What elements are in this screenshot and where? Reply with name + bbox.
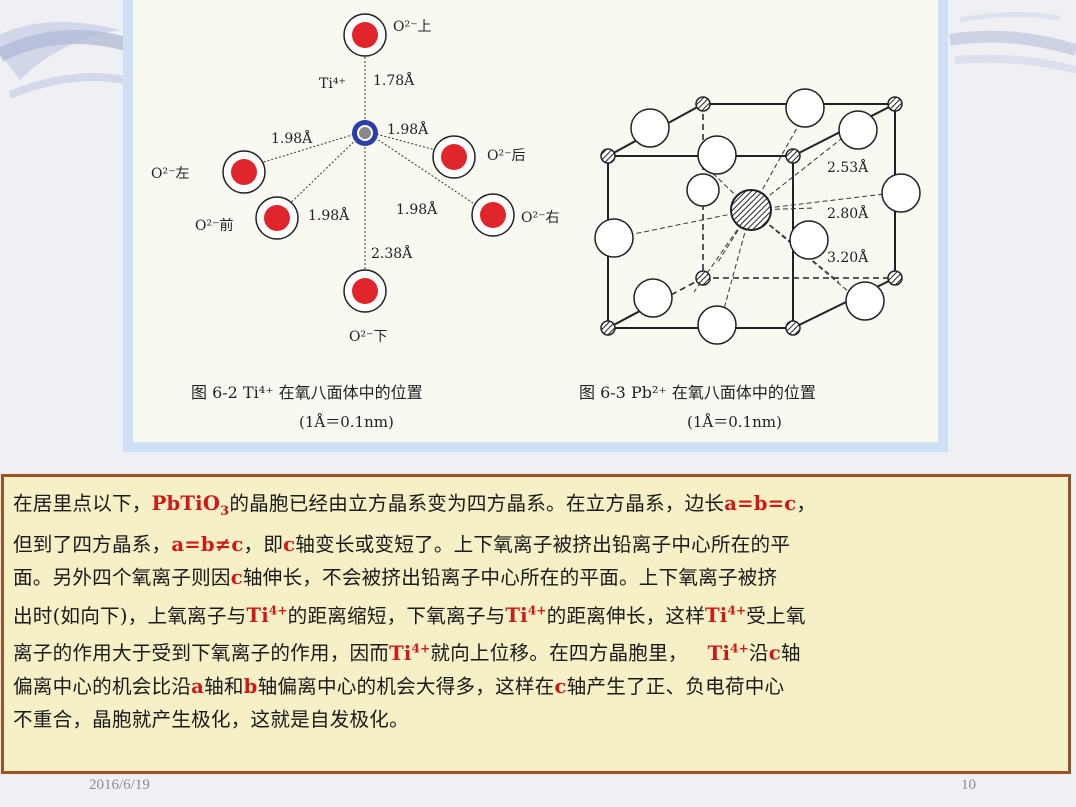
axis-c: c <box>768 641 781 665</box>
text-segment: 的距离伸长，这样 <box>546 604 706 628</box>
oxygen-atom-right <box>471 193 515 237</box>
formula-subscript: 3 <box>220 503 230 519</box>
ti-ion: Ti4+ <box>705 603 747 628</box>
text-segment: 受上氧 <box>746 604 806 628</box>
ti-base: Ti <box>505 604 528 628</box>
oxygen-atom-left <box>222 150 266 194</box>
footer-date: 2016/6/19 <box>89 777 150 793</box>
text-segment: 轴伸长，不会被挤出铅离子中心所在的平面。上下氧离子被挤 <box>242 566 778 590</box>
text-line-5: 离子的作用大于受到下氧离子的作用，因而Ti4+就向上位移。在四方晶胞里，Ti4+… <box>13 632 1060 670</box>
dist-pb-2: 2.80Å <box>827 204 869 222</box>
label-ti: Ti⁴⁺ <box>319 76 346 92</box>
ti-charge: 4+ <box>727 603 747 618</box>
formula-pbtio3: PbTiO3 <box>151 492 230 519</box>
text-segment: 轴产生了正、负电荷中心 <box>566 674 785 698</box>
unit-note-6-2: (1Å＝0.1nm) <box>299 413 394 431</box>
figures-svg: O²⁻上 Ti⁴⁺ 1.78Å 1.98Å 1.98Å O²⁻左 O²⁻后 1.… <box>151 13 921 431</box>
ti-charge: 4+ <box>730 641 749 656</box>
oxygen-atoms-cube <box>594 88 921 345</box>
ti-base: Ti <box>389 641 412 665</box>
ti-ion: Ti4+ <box>389 641 431 665</box>
text-segment: 在居里点以下， <box>13 492 152 515</box>
titanium-atom <box>352 120 378 146</box>
text-segment: 离子的作用大于受到下氧离子的作用，因而 <box>13 641 390 665</box>
text-segment: 就向上位移。在四方晶胞里， <box>430 641 688 665</box>
oxygen-atom-top <box>343 13 387 57</box>
ti-ion: Ti4+ <box>505 603 547 628</box>
axis-c: c <box>554 674 567 698</box>
text-segment: 的晶胞已经由立方晶系变为四方晶系。在立方晶系，边长 <box>229 492 725 515</box>
dist-top: 1.78Å <box>373 71 415 89</box>
text-segment: 不重合，晶胞就产生极化，这就是自发极化。 <box>13 708 409 732</box>
text-segment: 出时(如向下)，上氧离子与 <box>13 604 247 628</box>
figure-6-3: 2.53Å 2.80Å 3.20Å 图 6-3 Pb²⁺ 在氧八面体中的位置 (… <box>579 88 921 431</box>
dist-upper-left: 1.98Å <box>271 129 313 147</box>
text-segment: 面。另外四个氧离子则因 <box>13 566 231 590</box>
oxygen-atom-front <box>255 196 299 240</box>
text-segment: 轴和 <box>204 674 244 698</box>
text-line-1: 在居里点以下，PbTiO3的晶胞已经由立方晶系变为四方晶系。在立方晶系，边长a=… <box>13 487 1060 528</box>
text-line-2: 但到了四方晶系，a=b≠c，即c轴变长或变短了。上下氧离子被挤出铅离子中心所在的… <box>13 528 1060 561</box>
label-o-top: O²⁻上 <box>393 19 431 35</box>
equation-tetragonal: a=b≠c <box>171 533 244 557</box>
text-line-3: 面。另外四个氧离子则因c轴伸长，不会被挤出铅离子中心所在的平面。上下氧离子被挤 <box>13 561 1060 594</box>
text-segment: 的距离缩短，下氧离子与 <box>287 604 506 628</box>
ti-charge: 4+ <box>411 641 431 656</box>
dist-lower-left: 1.98Å <box>308 206 350 224</box>
figure-frame: O²⁻上 Ti⁴⁺ 1.78Å 1.98Å 1.98Å O²⁻左 O²⁻后 1.… <box>123 0 948 452</box>
text-segment: 轴 <box>780 641 801 665</box>
axis-c: c <box>230 566 243 590</box>
text-segment: 偏离中心的机会比沿 <box>13 674 192 698</box>
corner-atoms <box>600 96 903 336</box>
text-segment: 沿 <box>748 641 769 665</box>
ti-base: Ti <box>707 641 731 665</box>
dist-pb-1: 2.53Å <box>827 158 869 176</box>
lead-atom <box>730 189 772 231</box>
axis-b: b <box>243 674 258 698</box>
dist-lower-right: 1.98Å <box>396 200 438 218</box>
text-line-6: 偏离中心的机会比沿a轴和b轴偏离中心的机会大得多，这样在c轴产生了正、负电荷中心 <box>13 670 1060 703</box>
caption-6-3: 图 6-3 Pb²⁺ 在氧八面体中的位置 <box>579 383 816 402</box>
oxygen-atom-back <box>432 135 476 179</box>
dist-bottom: 2.38Å <box>371 244 413 262</box>
axis-a: a <box>191 674 205 698</box>
text-segment: 但到了四方晶系， <box>13 533 172 557</box>
text-segment: 轴偏离中心的机会大得多，这样在 <box>257 674 555 698</box>
ti-charge: 4+ <box>527 603 547 618</box>
axis-c: c <box>283 533 296 557</box>
unit-note-6-3: (1Å＝0.1nm) <box>687 413 782 431</box>
formula-base: PbTiO <box>151 492 221 515</box>
dist-upper-right: 1.98Å <box>387 120 429 138</box>
label-o-bottom: O²⁻下 <box>349 329 387 345</box>
text-segment: ， <box>796 492 817 515</box>
ti-ion: Ti4+ <box>246 603 288 628</box>
ti-ion: Ti4+ <box>707 641 749 665</box>
label-o-back: O²⁻后 <box>487 148 525 164</box>
figure-6-2: O²⁻上 Ti⁴⁺ 1.78Å 1.98Å 1.98Å O²⁻左 O²⁻后 1.… <box>151 13 559 431</box>
ti-base: Ti <box>246 604 269 628</box>
ti-charge: 4+ <box>268 603 288 618</box>
dist-pb-3: 3.20Å <box>827 248 869 266</box>
label-o-front: O²⁻前 <box>195 217 233 234</box>
label-o-right: O²⁻右 <box>521 210 559 226</box>
ti-base: Ti <box>705 604 728 628</box>
equation-cubic: a=b=c <box>724 492 797 515</box>
label-o-left: O²⁻左 <box>151 166 189 182</box>
text-line-7: 不重合，晶胞就产生极化，这就是自发极化。 <box>13 703 1060 736</box>
text-segment: ，即 <box>243 533 284 557</box>
caption-6-2: 图 6-2 Ti⁴⁺ 在氧八面体中的位置 <box>191 383 423 402</box>
text-line-4: 出时(如向下)，上氧离子与Ti4+的距离缩短，下氧离子与Ti4+的距离伸长，这样… <box>13 595 1060 633</box>
figure-panel: O²⁻上 Ti⁴⁺ 1.78Å 1.98Å 1.98Å O²⁻左 O²⁻后 1.… <box>133 0 938 442</box>
page-number: 10 <box>961 777 976 793</box>
oxygen-atom-bottom <box>343 269 387 313</box>
explanation-text-box: 在居里点以下，PbTiO3的晶胞已经由立方晶系变为四方晶系。在立方晶系，边长a=… <box>1 474 1071 774</box>
text-segment: 轴变长或变短了。上下氧离子被挤出铅离子中心所在的平 <box>295 533 791 557</box>
